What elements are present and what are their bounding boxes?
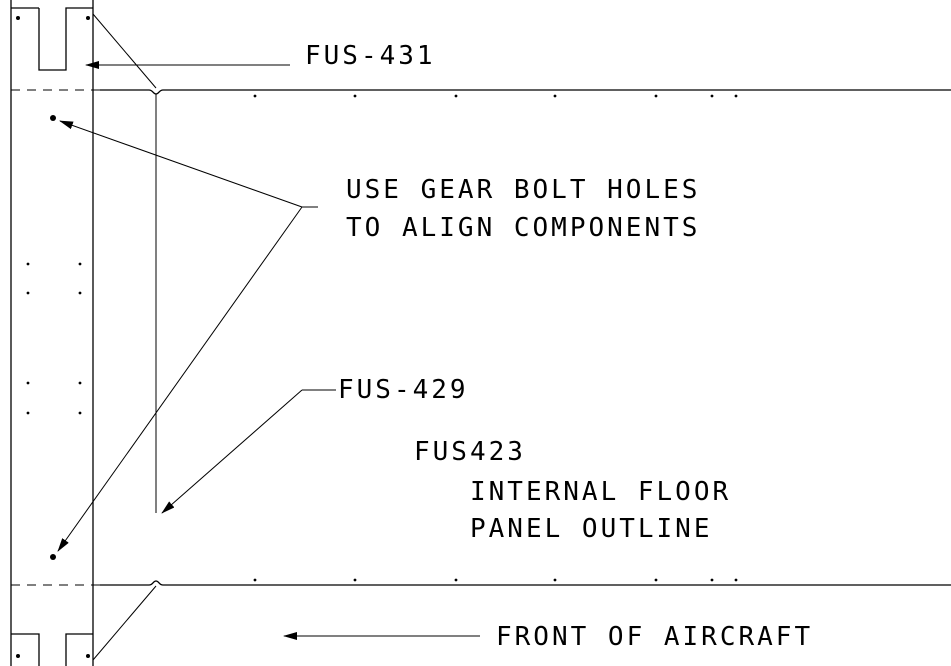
- gear-leader-top: [59, 120, 303, 208]
- floor-panel-top-edge: [100, 89, 951, 98]
- label-front: FRONT OF AIRCRAFT: [496, 622, 813, 652]
- brace-top: [92, 13, 157, 89]
- gear-leader-bottom: [57, 206, 303, 552]
- label-fus431: FUS-431: [305, 41, 436, 71]
- left-longeron: [10, 0, 94, 666]
- gear-bolt-hole-top: [50, 115, 56, 121]
- label-panel-line2: PANEL OUTLINE: [470, 514, 713, 544]
- label-fus429: FUS-429: [338, 375, 469, 405]
- brace-bottom: [92, 585, 157, 661]
- label-gear-line2: TO ALIGN COMPONENTS: [346, 213, 700, 243]
- longeron-rivets: [26, 262, 82, 415]
- label-fus423: FUS423: [414, 437, 526, 467]
- label-gear-line1: USE GEAR BOLT HOLES: [346, 175, 700, 205]
- gear-bolt-hole-bottom: [50, 554, 56, 560]
- label-panel-line1: INTERNAL FLOOR: [470, 477, 731, 507]
- fus429-leader: [161, 389, 303, 514]
- floor-panel-bottom-edge: [100, 578, 951, 586]
